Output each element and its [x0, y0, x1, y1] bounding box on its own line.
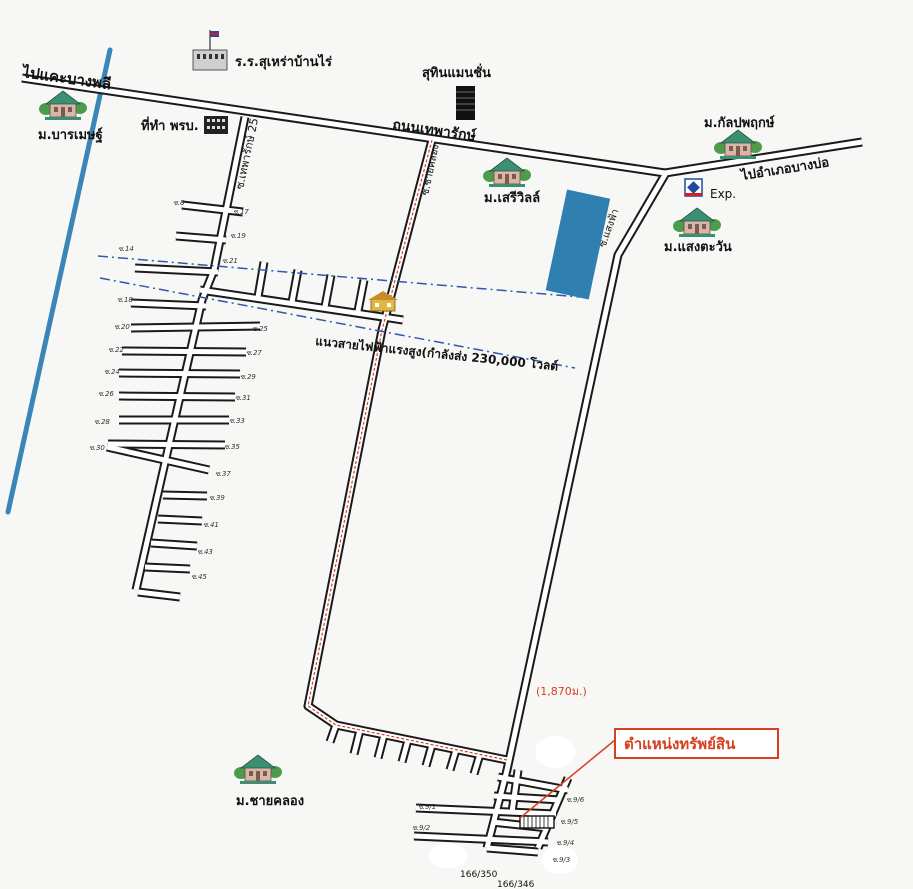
- property-plot: [519, 815, 555, 829]
- soi-label: ซ.35: [224, 443, 240, 451]
- soi-label: ซ.33: [229, 417, 245, 425]
- soi-label: ซ.19: [230, 232, 246, 240]
- village-saengtawan-label: ม.แสงตะวัน: [664, 240, 732, 255]
- school-icon: [192, 30, 228, 71]
- property-location-label: ตำแหน่งทรัพย์สิน: [624, 735, 736, 753]
- soi-label: ซ.31: [235, 394, 251, 402]
- pond: [545, 189, 611, 300]
- condo-label: สุทินแมนชั่น: [422, 63, 491, 81]
- soi-label: ซ.9/4: [556, 839, 574, 847]
- soi-label: ซ.25: [252, 325, 268, 333]
- condo-building-icon: [456, 86, 475, 120]
- soi-label: ซ.43: [197, 548, 213, 556]
- canal: [5, 47, 113, 515]
- shop-exp-label: Exp.: [710, 187, 736, 201]
- soi-label: ซ.29: [240, 373, 256, 381]
- property-callout-box: [614, 728, 779, 759]
- soi-label: ซ.45: [191, 573, 207, 581]
- soi-label: ซ.9/1: [418, 803, 436, 811]
- powerline-label: แนวสายไฟฟ้าแรงสูง(กำลังส่ง 230,000 โวลต์: [315, 333, 560, 374]
- village-sereeville-label: ม.เสรีวิลล์: [484, 190, 540, 206]
- village-baramee-label: ม.บารเมษฐ์: [38, 127, 103, 144]
- property-pointer-line: [519, 739, 616, 819]
- soi-label: ซ.9/2: [412, 824, 431, 832]
- property-house-icon: [368, 291, 398, 312]
- route-highlight: [307, 139, 508, 761]
- soi-label: ซ.21: [222, 257, 238, 265]
- soi-label: ซ.28: [94, 418, 110, 426]
- house-number-label-1: 166/350: [460, 870, 498, 880]
- village-icon-sereeville: [482, 157, 532, 188]
- soi-label: ซ.14: [118, 245, 134, 253]
- soi-label: ซ.8: [173, 199, 185, 207]
- soi-label: ซ.41: [203, 521, 219, 529]
- powerline-2: [99, 277, 576, 369]
- soi-label: ซ.39: [209, 494, 225, 502]
- soi-label: ซ.17: [233, 208, 249, 216]
- soi-label: ซ.30: [89, 444, 105, 452]
- soi-labels-right: ซ.17 ซ.19 ซ.21 ซ.25 ซ.27 ซ.29 ซ.31 ซ.33 …: [191, 208, 268, 581]
- soi-label: ซ.22: [108, 346, 124, 354]
- site-area-blob: [428, 736, 578, 874]
- school-label: ร.ร.สุเหร่าบ้านไร่: [235, 53, 332, 70]
- distance-label: (1,870ม.): [536, 685, 587, 698]
- village-icon-saengtawan: [672, 207, 722, 238]
- soi-labels-left: ซ.8 ซ.14 ซ.18 ซ.20 ซ.22 ซ.24 ซ.26 ซ.28 ซ…: [89, 199, 185, 452]
- post-office-icon: [204, 116, 228, 134]
- soi-label: ซ.9/3: [552, 856, 570, 864]
- powerline-1: [97, 255, 581, 298]
- soi-label: ซ.20: [114, 323, 130, 331]
- soi-label: ซ.18: [117, 296, 133, 304]
- soi-label: ซ.9/5: [560, 818, 579, 826]
- soi-label: ซ.24: [104, 368, 120, 376]
- village-icon-baramee: [38, 90, 88, 121]
- soi-label: ซ.26: [98, 390, 114, 398]
- house-number-label-2: 166/346: [497, 880, 535, 889]
- village-chaiklong-label: ม.ชายคลอง: [236, 794, 304, 809]
- village-icon-chaiklong: [233, 754, 283, 785]
- post-office-label: ที่ทำ พรบ.: [141, 116, 199, 134]
- express-shop-icon: [684, 178, 703, 197]
- soi-label: ซ.37: [215, 470, 231, 478]
- soi-labels-bottom: ซ.9/1 ซ.9/2 ซ.9/6 ซ.9/5 ซ.9/4 ซ.9/3: [412, 796, 585, 864]
- village-kanlapapruek-label: ม.กัลปพฤกษ์: [704, 115, 775, 131]
- soi-label: ซ.27: [246, 349, 262, 357]
- soi-label: ซ.9/6: [566, 796, 585, 804]
